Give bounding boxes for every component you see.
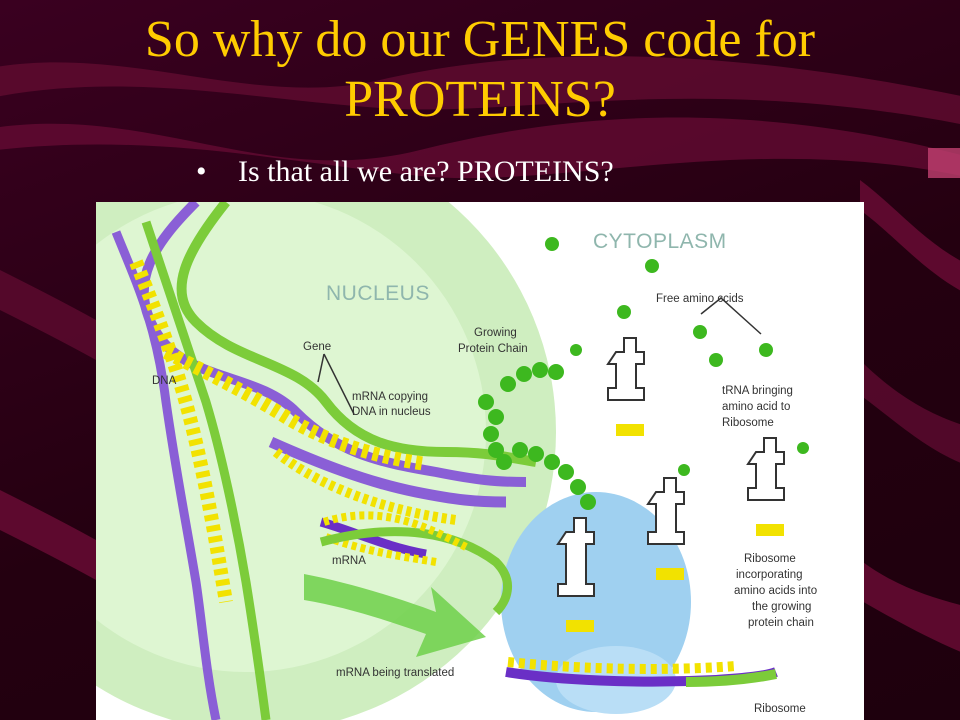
label-gene: Gene xyxy=(303,341,331,353)
label-dna-in-nucleus: DNA in nucleus xyxy=(352,406,431,418)
label-mrna-copying: mRNA copying xyxy=(352,391,428,403)
label-trna-bringing: tRNA bringing xyxy=(722,385,793,397)
label-nucleus: NUCLEUS xyxy=(326,282,430,305)
translation-arrow xyxy=(304,574,486,657)
dna-helix xyxy=(111,202,537,720)
bullet-item: • Is that all we are? PROTEINS? xyxy=(196,152,614,192)
label-pointers xyxy=(317,297,762,415)
label-trna-ribosome: Ribosome xyxy=(722,417,774,429)
label-cytoplasm: CYTOPLASM xyxy=(593,230,727,253)
label-growing: Growing xyxy=(474,327,517,339)
label-ribosome: Ribosome xyxy=(754,703,806,715)
mrna-strand xyxy=(319,511,513,616)
bullet-list: • Is that all we are? PROTEINS? xyxy=(196,152,614,192)
diagram-canvas: CYTOPLASM NUCLEUS Free amino ccids Growi… xyxy=(96,202,817,720)
free-amino-acids xyxy=(545,237,809,476)
growing-protein-chain xyxy=(478,362,596,510)
mrna-translated-strand xyxy=(505,657,778,687)
bullet-text: Is that all we are? PROTEINS? xyxy=(238,155,614,188)
bullet-dot-icon: • xyxy=(196,155,207,188)
label-ribosome-incorporating-5: protein chain xyxy=(748,617,814,629)
protein-synthesis-diagram: CYTOPLASM NUCLEUS Free amino ccids Growi… xyxy=(96,202,864,720)
label-mrna-being-translated: mRNA being translated xyxy=(336,667,454,679)
trna-anticodons xyxy=(566,424,784,632)
label-mrna: mRNA xyxy=(332,555,366,567)
label-free-amino-acids: Free amino ccids xyxy=(656,293,744,305)
label-ribosome-incorporating-3: amino acids into xyxy=(734,585,817,597)
label-ribosome-incorporating-4: the growing xyxy=(752,601,811,613)
slide-title: So why do our GENES code for PROTEINS? xyxy=(144,11,816,128)
label-dna: DNA xyxy=(152,375,177,387)
label-amino-acid-to: amino acid to xyxy=(722,401,790,413)
label-ribosome-incorporating-1: Ribosome xyxy=(744,553,796,565)
trna-molecules xyxy=(556,337,785,597)
label-protein-chain: Protein Chain xyxy=(458,343,528,355)
label-ribosome-incorporating-2: incorporating xyxy=(736,569,802,581)
